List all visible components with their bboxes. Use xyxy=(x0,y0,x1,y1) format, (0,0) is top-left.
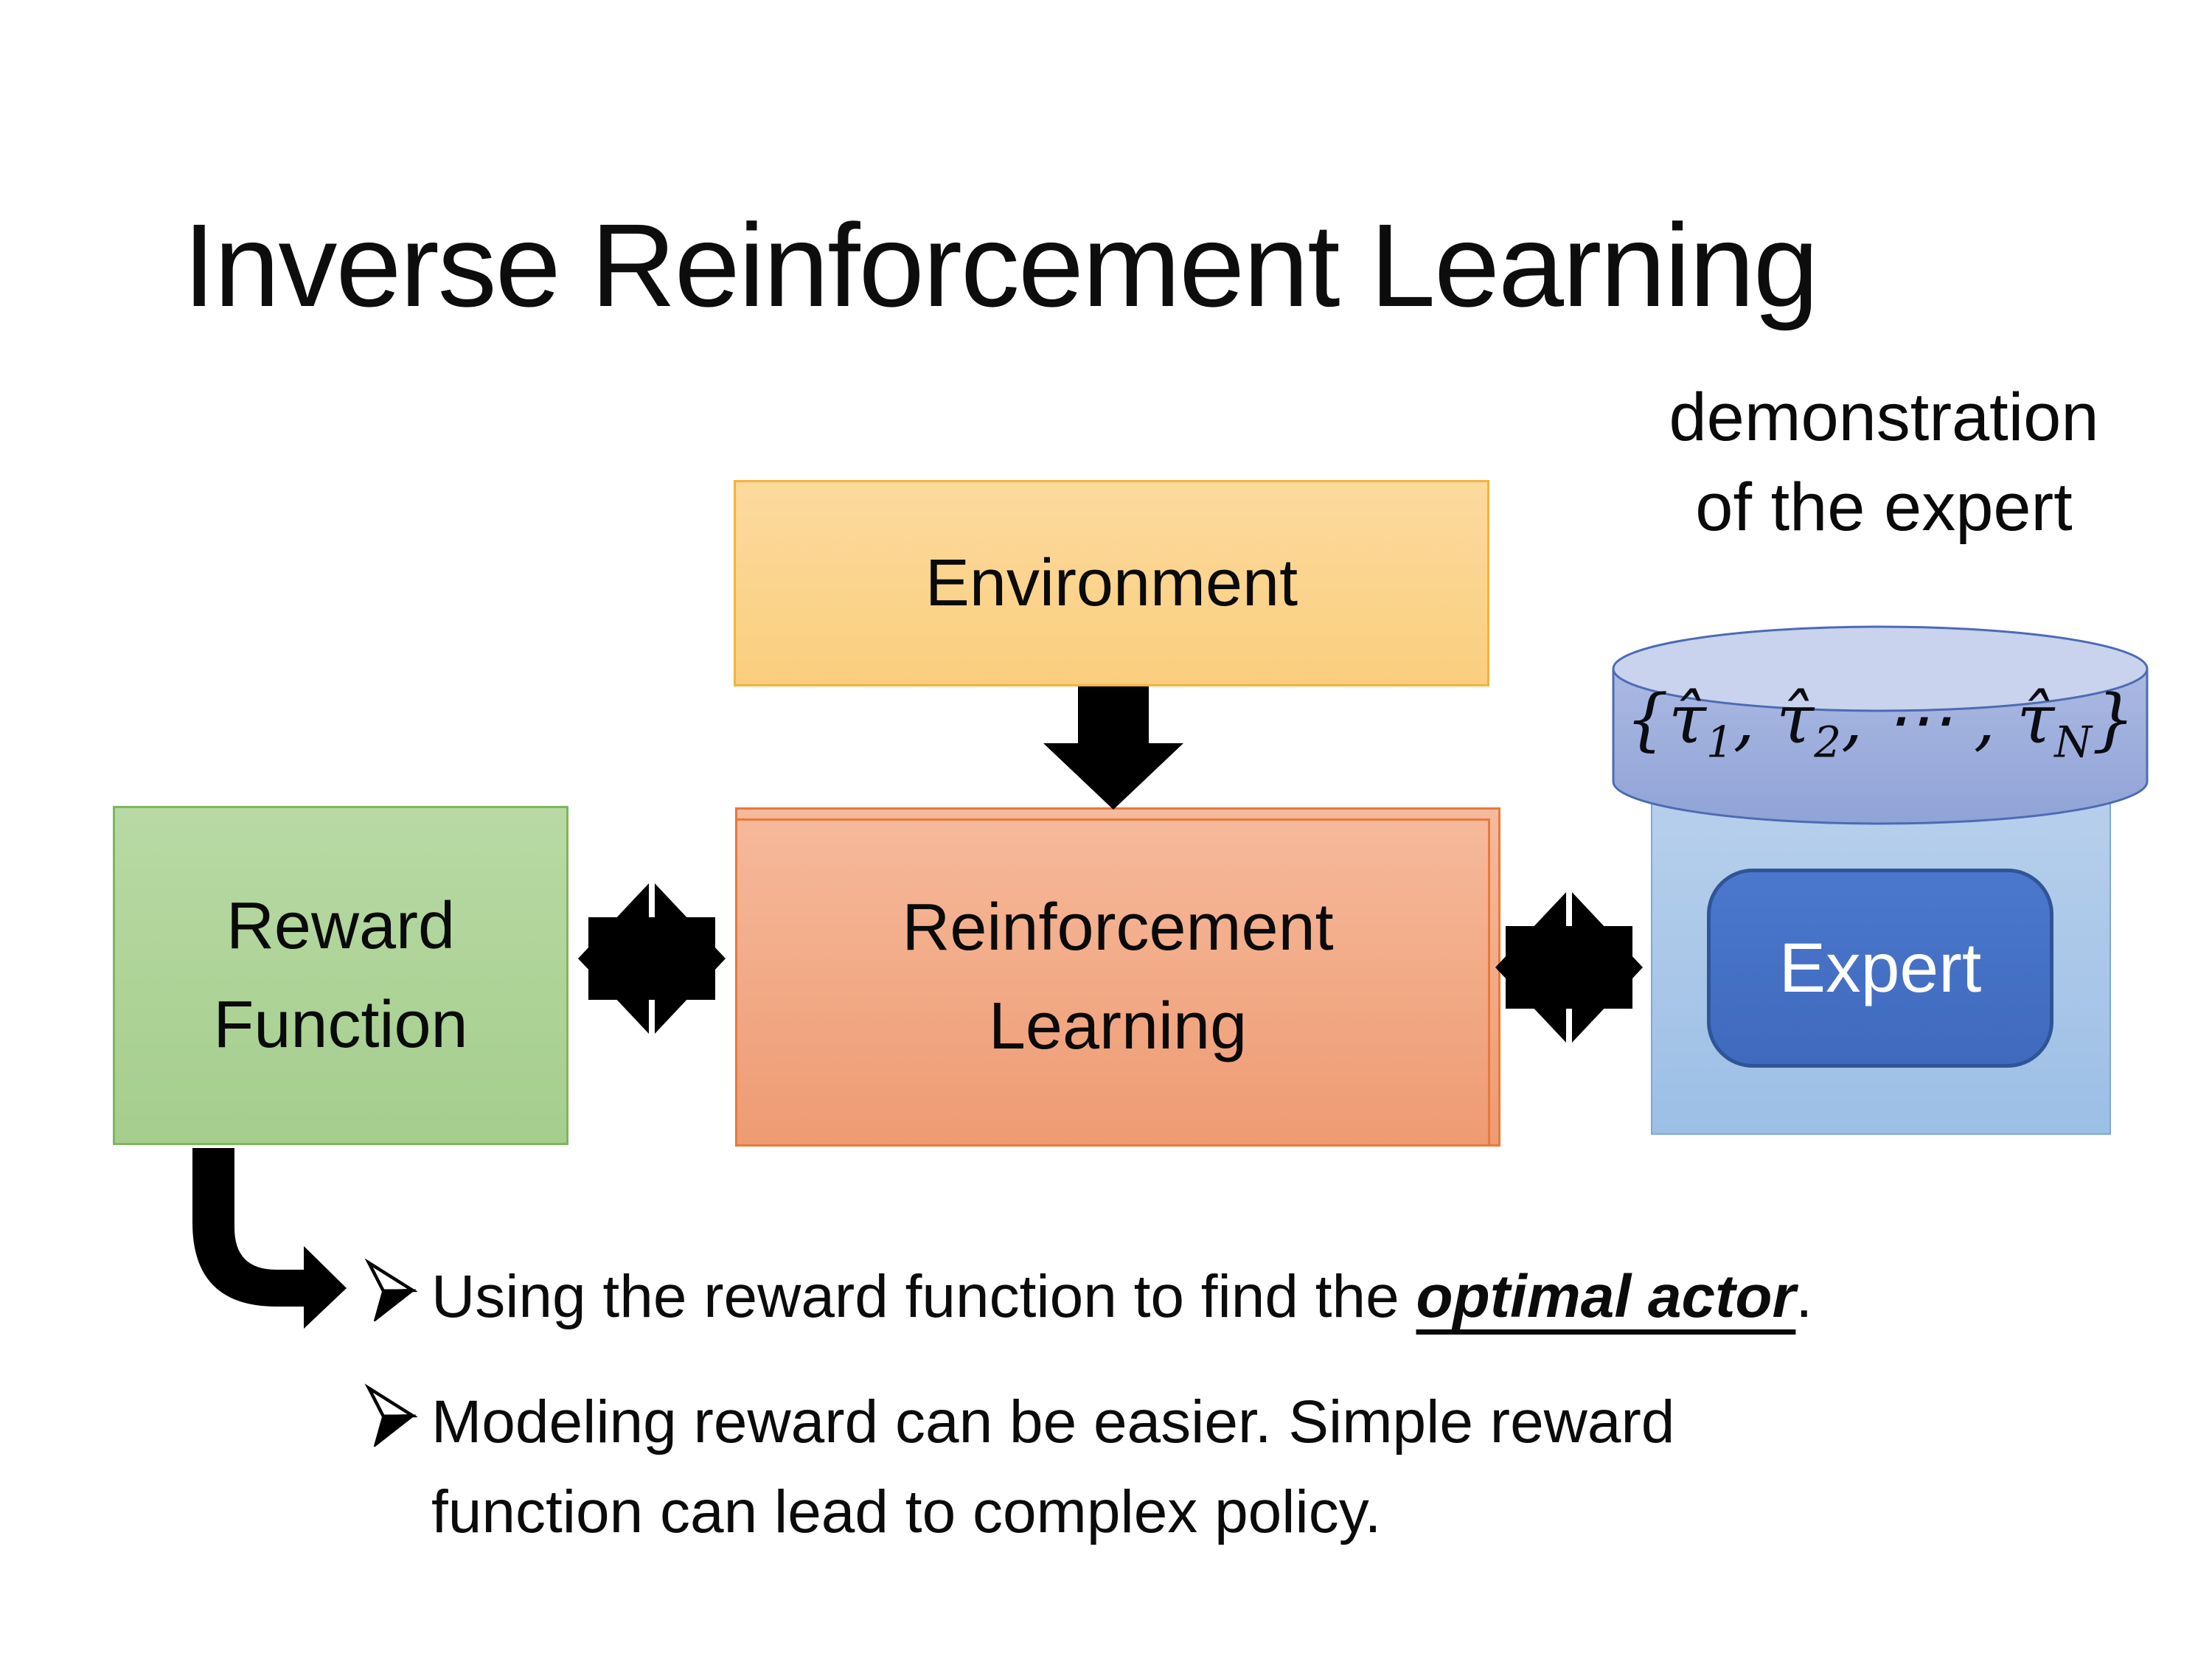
formula-tau2: τ̂ xyxy=(1776,680,1815,759)
formula-brace-close: } xyxy=(2092,680,2135,759)
bullet1-emphasis: optimal actor xyxy=(1416,1263,1796,1330)
bullet1-text-after: . xyxy=(1795,1263,1813,1330)
page-title: Inverse Reinforcement Learning xyxy=(183,199,1819,331)
bullet-item-2: Modeling reward can be easier. Simple re… xyxy=(431,1377,1674,1557)
formula-sub2: 2 xyxy=(1814,717,1842,768)
down-arrow-icon xyxy=(1043,686,1183,810)
formula-sub1: 1 xyxy=(1705,717,1733,768)
environment-box: Environment xyxy=(734,480,1489,686)
expert-label: Expert xyxy=(1778,928,1982,1007)
bullet2-line2: function can lead to complex policy. xyxy=(431,1478,1382,1545)
left-double-arrow-icon xyxy=(578,883,726,1034)
formula-comma1: , xyxy=(1733,680,1777,759)
formula-tau1: τ̂ xyxy=(1668,680,1706,759)
environment-label: Environment xyxy=(925,546,1298,620)
arrowhead-right-icon xyxy=(364,1383,417,1447)
reward-function-box: Reward Function xyxy=(113,806,568,1145)
bullet-item-1: Using the reward function to find the op… xyxy=(431,1252,1812,1342)
trajectory-formula: {τ̂1, τ̂2, ⋯ , τ̂N} xyxy=(1613,680,2147,767)
reinforcement-learning-label-line2: Learning xyxy=(988,990,1248,1063)
formula-tauN: τ̂ xyxy=(2017,680,2055,759)
arrowhead-right-icon xyxy=(364,1258,417,1321)
bullet1-text-before: Using the reward function to find the xyxy=(431,1263,1416,1330)
formula-subN: N xyxy=(2054,717,2092,768)
reward-function-label-line2: Function xyxy=(213,988,468,1062)
expert-box: Expert xyxy=(1707,869,2053,1068)
demonstration-caption-line2: of the expert xyxy=(1695,470,2073,545)
formula-brace-open: { xyxy=(1625,680,1669,759)
right-double-arrow-icon xyxy=(1495,892,1643,1043)
reinforcement-learning-label-line1: Reinforcement xyxy=(902,891,1334,964)
formula-dots: , ⋯ , xyxy=(1841,680,2017,759)
bullet2-line1: Modeling reward can be easier. Simple re… xyxy=(431,1388,1675,1455)
demonstration-caption-line1: demonstration xyxy=(1669,380,2099,455)
demonstration-caption: demonstration of the expert xyxy=(1611,372,2157,552)
reward-function-label-line1: Reward xyxy=(226,889,456,963)
reinforcement-learning-box: Reinforcement Learning xyxy=(735,807,1500,1147)
elbow-arrow-icon xyxy=(192,1148,347,1329)
